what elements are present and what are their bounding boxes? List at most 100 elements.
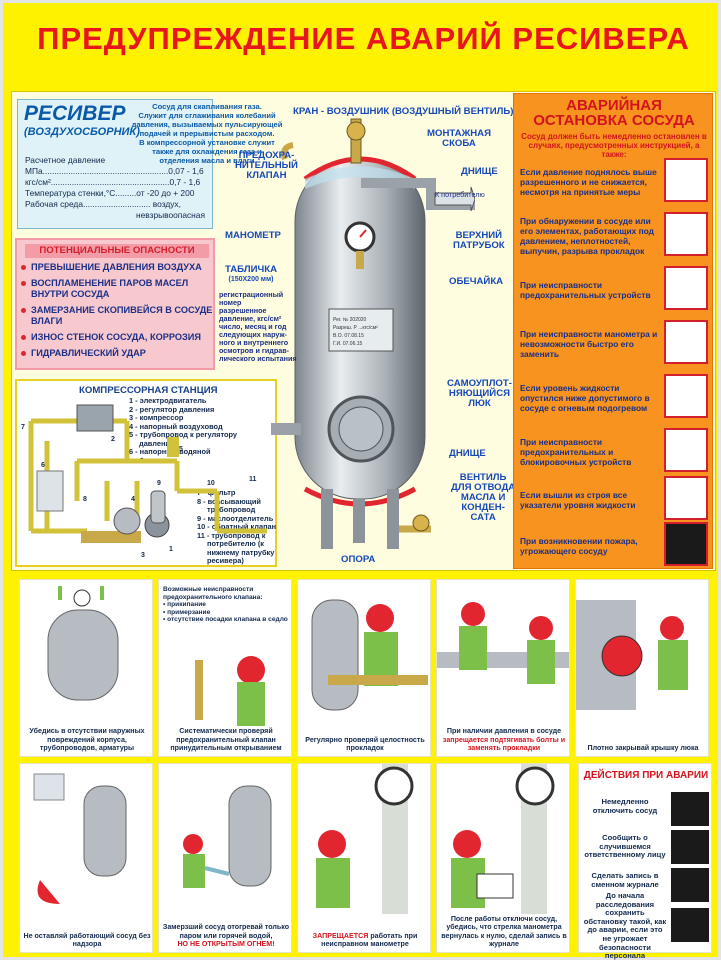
svg-text:Разреш. Р ...кгс/см²: Разреш. Р ...кгс/см²	[333, 325, 378, 331]
receiver-parameters: Расчетное давление МПа..................…	[25, 155, 205, 220]
emergency-intro: Сосуд должен быть немедленно остановлен …	[521, 132, 707, 159]
actions-title: ДЕЙСТВИЯ ПРИ АВАРИИ	[583, 770, 709, 781]
worker-journal-illustration	[451, 764, 555, 914]
panel-hatch: Плотно закрывай крышку люка	[575, 579, 709, 757]
hazard-item: ИЗНОС СТЕНОК СОСУДА, КОРРОЗИЯ	[21, 332, 213, 343]
panel-faulty-gauge: ЗАПРЕЩАЕТСЯ работать при неисправном ман…	[297, 763, 431, 953]
compressor-station-diagram: 7 6 2 4 9 5 11 1 3 8 10	[21, 404, 267, 559]
level-indicator-icon	[664, 476, 708, 520]
emergency-item: Если давление поднялось выше разрешенног…	[520, 156, 708, 208]
safety-valve-icon	[664, 266, 708, 310]
worker-gauge-illustration	[316, 764, 414, 914]
pen-icon	[671, 868, 709, 902]
receiver-name: РЕСИВЕР	[24, 102, 126, 125]
label-air-valve: КРАН - ВОЗДУШНИК (ВОЗДУШНЫЙ ВЕНТИЛЬ)	[293, 106, 514, 117]
fire-icon	[664, 522, 708, 566]
panel-gaskets: Регулярно проверяй целостность прокладок	[297, 579, 431, 757]
leak-icon	[664, 212, 708, 256]
broken-gauge-icon	[664, 320, 708, 364]
panel-supervision: Не оставляй работающий сосуд без надзора	[19, 763, 153, 953]
station-num: 10	[207, 480, 215, 487]
emergency-item: При возникновении пожара, угрожающего со…	[520, 520, 708, 572]
station-title: КОМПРЕССОРНАЯ СТАНЦИЯ	[79, 385, 218, 396]
emergency-item: При неисправности предохранительных устр…	[520, 264, 708, 316]
panel-safety-valve-check: Возможные неисправности предохранительно…	[158, 579, 292, 757]
poster-title: ПРЕДУПРЕЖДЕНИЕ АВАРИЙ РЕСИВЕРА	[37, 21, 690, 56]
level-glass-icon	[664, 374, 708, 418]
label-shell: ОБЕЧАЙКА	[449, 276, 504, 287]
arrow-right-icon	[434, 186, 475, 212]
hazards-list: ПРЕВЫШЕНИЕ ДАВЛЕНИЯ ВОЗДУХА ВОСПЛАМЕНЕНИ…	[21, 262, 213, 364]
label-bottom-head: ДНИЩЕ	[449, 448, 486, 459]
emergency-item: При неисправности манометра и невозможно…	[520, 318, 708, 370]
hazard-item: ВОСПЛАМЕНЕНИЕ ПАРОВ МАСЕЛ ВНУТРИ СОСУДА	[21, 278, 213, 300]
station-num: 5	[179, 446, 183, 453]
emergency-item: Если уровень жидкости опустился ниже доп…	[520, 372, 708, 424]
station-num: 11	[249, 476, 257, 483]
svg-text:Рег. № 202020: Рег. № 202020	[333, 317, 367, 323]
vessel-inspection-illustration	[47, 586, 119, 701]
accident-scene-icon	[671, 908, 709, 942]
station-num: 7	[21, 424, 25, 431]
panel-caption: Регулярно проверяй целостность прокладок	[305, 735, 425, 752]
panel-thawing: Замерзший сосуд отогревай только паром и…	[158, 763, 292, 953]
station-num: 1	[169, 546, 173, 553]
valve-faults-list: Возможные неисправности предохранительно…	[163, 586, 288, 624]
receiver-info-box: РЕСИВЕР (ВОЗДУХОСБОРНИК) Сосуд для скапл…	[17, 99, 282, 229]
telephone-icon	[671, 830, 709, 864]
compressor-station-box: КОМПРЕССОРНАЯ СТАНЦИЯ 1 - электродвигате…	[15, 379, 277, 567]
station-num: 2	[111, 436, 115, 443]
hazard-item: ПРЕВЫШЕНИЕ ДАВЛЕНИЯ ВОЗДУХА	[21, 262, 213, 273]
label-support: ОПОРА	[341, 554, 376, 565]
power-switch-icon	[671, 792, 709, 826]
bullet-icon	[21, 335, 26, 340]
svg-text:Г.И. 07.06.15: Г.И. 07.06.15	[333, 341, 363, 347]
receiver-description: Сосуд для скапливания газа. Служит для с…	[131, 102, 283, 165]
accident-actions-panel: ДЕЙСТВИЯ ПРИ АВАРИИ Немедленно отключить…	[578, 763, 712, 960]
thawing-vessel-illustration	[183, 785, 272, 888]
svg-text:В.О. 07.08.15: В.О. 07.08.15	[333, 333, 364, 339]
label-plate: ТАБЛИЧКА(150Х200 мм)	[225, 264, 277, 284]
emergency-item: При неисправности предохранительных и бл…	[520, 426, 708, 478]
hazards-box: ПОТЕНЦИАЛЬНЫЕ ОПАСНОСТИ ПРЕВЫШЕНИЕ ДАВЛЕ…	[15, 238, 215, 370]
unattended-vessel-illustration	[33, 773, 127, 904]
panel-caption: Не оставляй работающий сосуд без надзора	[23, 931, 151, 948]
workers-pipeline-illustration	[437, 602, 569, 684]
station-num: 9	[157, 480, 161, 487]
worker-hatch-illustration	[576, 600, 688, 710]
interlock-icon	[664, 428, 708, 472]
bullet-icon	[21, 265, 26, 270]
panel-inspect: Убедись в отсутствии наружных повреждени…	[19, 579, 153, 757]
station-num: 4	[131, 496, 135, 503]
hazard-item: ГИДРАВЛИЧЕСКИЙ УДАР	[21, 348, 213, 359]
worker-valve-illustration	[195, 656, 265, 726]
receiver-drawing: Рег. № 202020 Разреш. Р ...кгс/см² В.О. …	[271, 118, 475, 549]
hazards-heading: ПОТЕНЦИАЛЬНЫЕ ОПАСНОСТИ	[25, 244, 209, 258]
panel-caption: ЗАПРЕЩАЕТСЯ работать при неисправном ман…	[312, 931, 418, 948]
bullet-icon	[21, 308, 26, 313]
station-num: 6	[41, 462, 45, 469]
station-num: 3	[141, 552, 145, 559]
panel-caption: После работы отключи сосуд, убедись, что…	[441, 915, 567, 948]
gauge-high-icon	[664, 158, 708, 202]
panel-shutdown-record: После работы отключи сосуд, убедись, что…	[436, 763, 570, 953]
hazard-item: ЗАМЕРЗАНИЕ СКОПИВЕЙСЯ В СОСУДЕ ВЛАГИ	[21, 305, 213, 327]
worker-gasket-illustration	[311, 599, 428, 711]
panel-caption: Плотно закрывай крышку люка	[587, 743, 699, 752]
bullet-icon	[21, 281, 26, 286]
receiver-subtitle: (ВОЗДУХОСБОРНИК)	[24, 126, 140, 138]
station-num: 8	[83, 496, 87, 503]
panel-caption: Замерзший сосуд отогревай только паром и…	[162, 923, 290, 948]
label-pressure-gauge: МАНОМЕТР	[225, 230, 281, 241]
panel-caption: Систематически проверяй предохранительны…	[170, 727, 282, 752]
emergency-item: Если вышли из строя все указатели уровня…	[520, 474, 708, 526]
panel-caption: Убедись в отсутствии наружных повреждени…	[29, 727, 145, 752]
